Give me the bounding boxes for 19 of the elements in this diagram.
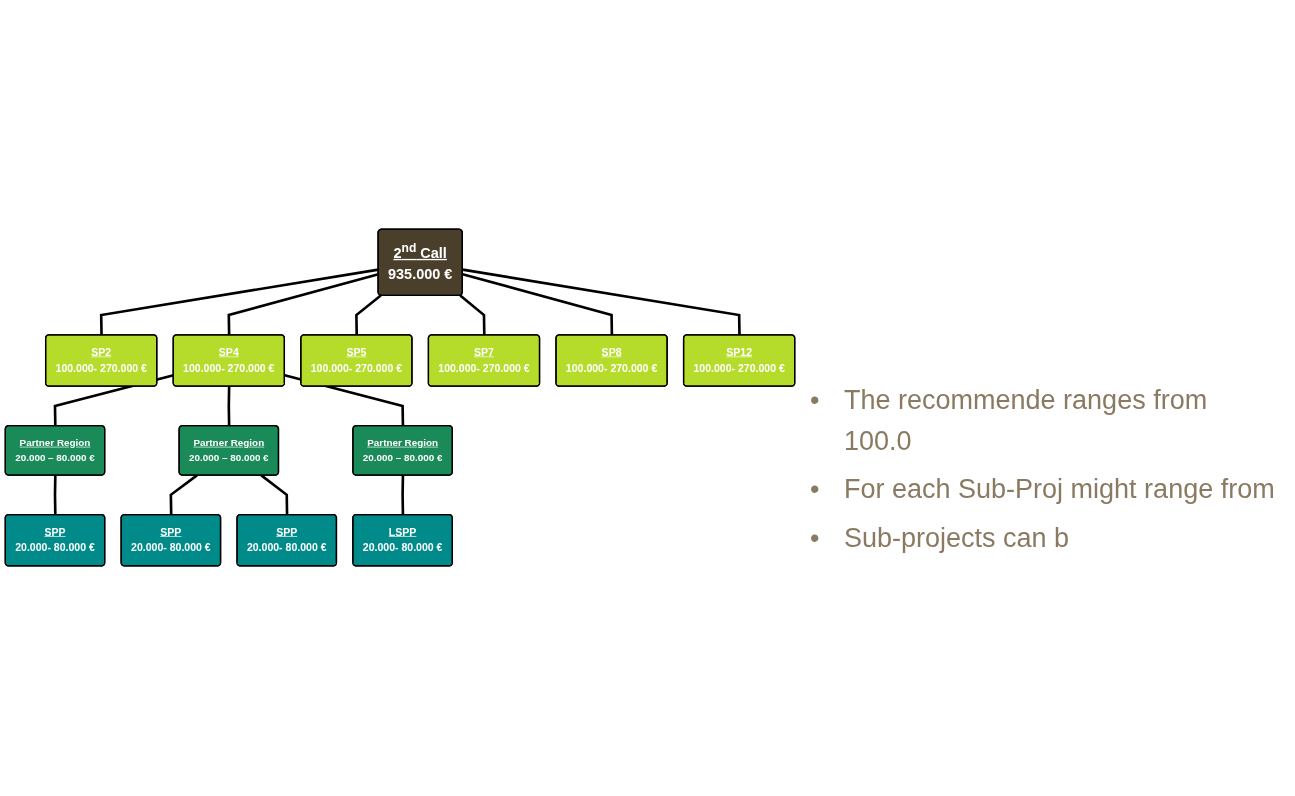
connector — [99, 268, 379, 336]
connector — [284, 374, 405, 427]
bullet-marker: • — [810, 521, 821, 555]
connector — [169, 474, 198, 516]
connector — [459, 294, 486, 336]
connector — [355, 294, 382, 336]
connector — [53, 374, 174, 427]
connector — [227, 386, 231, 427]
bullet-marker: • — [810, 473, 821, 506]
bullet-text: The recommende ranges from 100.0 — [844, 384, 1209, 458]
connector — [462, 268, 741, 336]
bullet-text: For each Sub-Proj might range from — [844, 473, 1275, 506]
connector — [53, 475, 57, 516]
bullet-marker: • — [810, 384, 821, 417]
connector — [401, 475, 405, 516]
bullet-text: Sub-projects can b — [844, 521, 1070, 555]
connector — [227, 273, 379, 336]
connector — [260, 474, 289, 516]
connector — [462, 273, 614, 336]
